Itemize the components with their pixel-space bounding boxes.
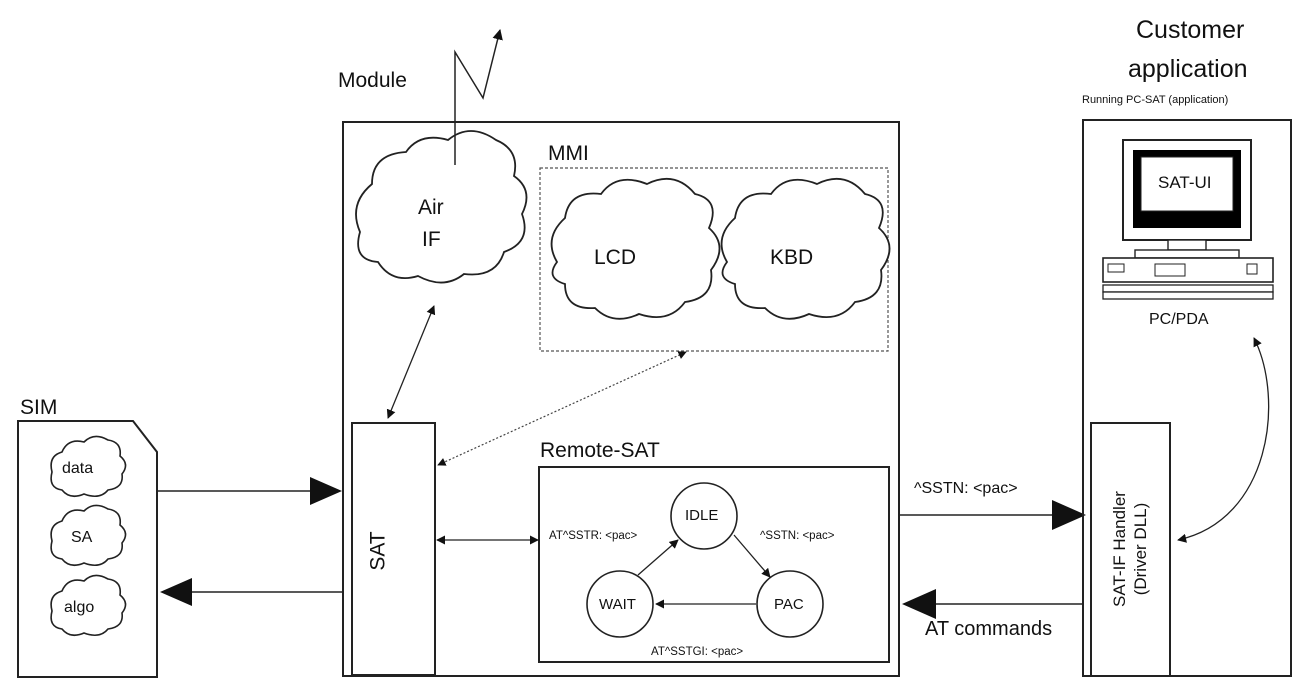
screen-label: SAT-UI xyxy=(1158,173,1212,192)
pc-handler-link xyxy=(1177,337,1270,543)
sim-item-data: data xyxy=(62,460,94,477)
transition-label-sstr: AT^SSTR: <pac> xyxy=(549,530,638,542)
desktop-case xyxy=(1102,257,1274,283)
mmi-area xyxy=(539,167,889,352)
lcd-label: LCD xyxy=(594,246,637,269)
sat-airif-link xyxy=(386,305,436,419)
at-commands-label: AT commands xyxy=(925,618,1053,640)
sat-label: SAT xyxy=(366,531,390,571)
monitor-stand xyxy=(1167,239,1207,251)
sat-if-handler-label: SAT-IF Handler (Driver DLL) xyxy=(1109,491,1152,607)
power-button xyxy=(1246,263,1258,275)
transition-label-sstgi: AT^SSTGI: <pac> xyxy=(651,646,744,658)
sim-item-algo: algo xyxy=(64,599,95,616)
antenna-signal xyxy=(454,28,503,165)
sstn-arrowhead xyxy=(1052,500,1086,530)
mmi-label: MMI xyxy=(548,142,589,165)
state-wait xyxy=(586,570,654,638)
air-if-line1: Air xyxy=(418,196,444,219)
monitor-screen xyxy=(1140,156,1234,212)
state-idle-label: IDLE xyxy=(685,507,719,524)
customer-subtitle: Running PC-SAT (application) xyxy=(1082,94,1229,106)
transition-label-sstn: ^SSTN: <pac> xyxy=(760,530,835,542)
keyboard-bottom xyxy=(1102,291,1274,300)
kbd-label: KBD xyxy=(770,246,814,269)
state-idle xyxy=(670,482,738,550)
sim-label: SIM xyxy=(20,396,58,419)
lcd-cloud xyxy=(550,177,721,320)
customer-title-line2: application xyxy=(1128,55,1248,83)
sim-cloud-algo xyxy=(50,574,127,637)
transition-idle-pac xyxy=(733,534,771,578)
sim-cloud-data xyxy=(50,435,127,498)
sim-item-sa: SA xyxy=(71,529,93,546)
sat-if-handler-line1: SAT-IF Handler xyxy=(1109,491,1129,607)
monitor-base xyxy=(1134,249,1240,259)
sstn-label: ^SSTN: <pac> xyxy=(914,480,1018,497)
state-pac xyxy=(756,570,824,638)
drive-slot xyxy=(1107,263,1125,273)
kbd-cloud xyxy=(720,177,891,320)
sat-mmi-link xyxy=(437,351,687,466)
sim-cloud-sa xyxy=(50,504,127,567)
keyboard-top xyxy=(1102,284,1274,293)
state-pac-label: PAC xyxy=(774,596,804,613)
customer-box xyxy=(1082,119,1292,677)
sat-if-handler-line2: (Driver DLL) xyxy=(1131,502,1150,596)
module-label: Module xyxy=(338,69,407,92)
customer-title-line1: Customer xyxy=(1136,16,1245,44)
sat-box xyxy=(351,422,436,676)
at-commands-arrowhead xyxy=(902,589,936,619)
pc-pda-label: PC/PDA xyxy=(1149,311,1209,328)
state-wait-label: WAIT xyxy=(599,596,636,613)
remote-sat-label: Remote-SAT xyxy=(540,439,660,462)
air-if-line2: IF xyxy=(422,228,441,251)
transition-wait-idle xyxy=(637,539,679,576)
sat-to-sim-arrowhead xyxy=(160,578,192,606)
air-if-cloud xyxy=(355,130,528,284)
sim-to-sat-arrowhead xyxy=(310,477,342,505)
drive-bay xyxy=(1154,263,1186,277)
sat-if-handler-box xyxy=(1090,422,1171,677)
module-box xyxy=(342,121,900,677)
remote-sat-box xyxy=(538,466,890,663)
